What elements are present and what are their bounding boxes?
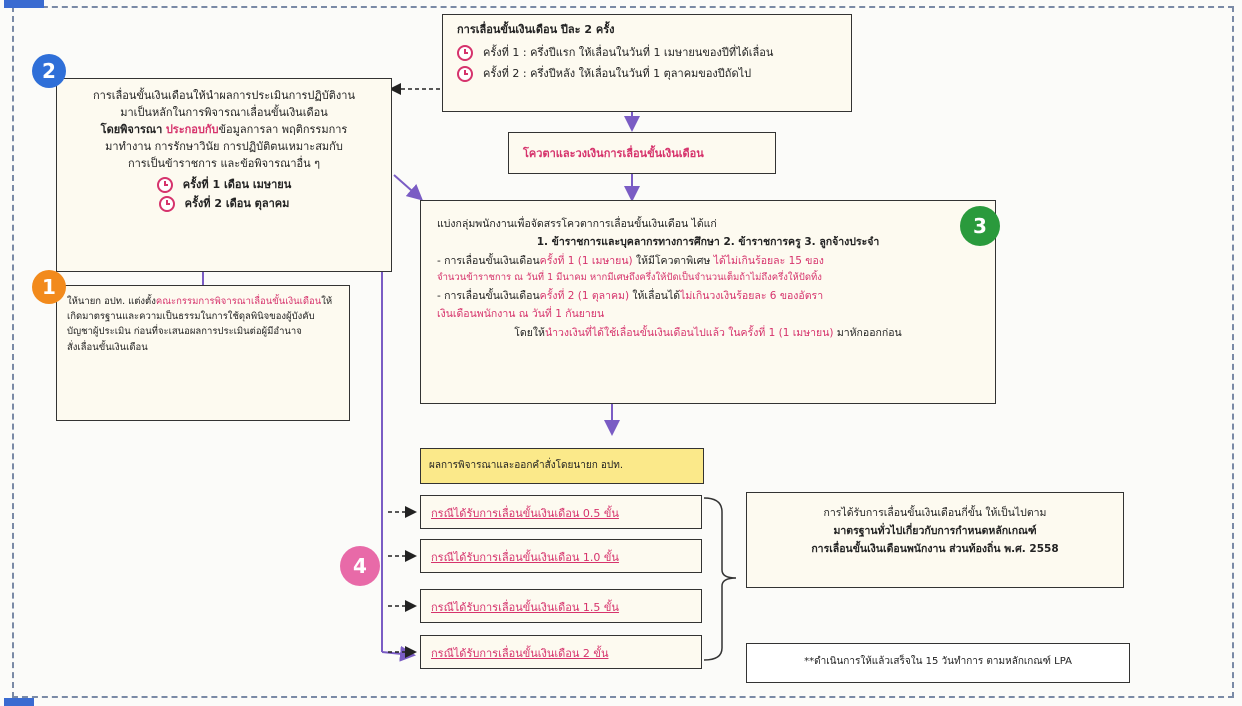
clock-icon	[457, 45, 473, 62]
eval-line1: การเลื่อนขั้นเงินเดือนให้นำผลการประเมินก…	[93, 89, 355, 102]
step-badge-2: 2	[32, 54, 66, 88]
top-box-round2: ครั้งที่ 2 : ครึ่งปีหลัง ให้เลื่อนในวันท…	[457, 65, 837, 83]
levels-brace	[703, 497, 737, 661]
arrow-box2-to-box3	[393, 174, 423, 201]
standard-box: การได้รับการเลื่อนขั้นเงินเดือนกี่ขั้น ใ…	[746, 492, 1124, 588]
level-box-20: กรณีได้รับการเลื่อนขั้นเงินเดือน 2 ขั้น	[420, 635, 702, 669]
standard-line2: มาตรฐานทั่วไปเกี่ยวกับการกำหนดหลักเกณฑ์	[833, 524, 1037, 537]
salary-twice-box: การเลื่อนขั้นเงินเดือน ปีละ 2 ครั้ง ครั้…	[442, 14, 852, 112]
standard-line1: การได้รับการเลื่อนขั้นเงินเดือนกี่ขั้น ใ…	[823, 507, 1047, 519]
frame-corner-mark	[4, 698, 34, 706]
eval-line2: มาเป็นหลักในการพิจารณาเลื่อนขั้นเงินเดือ…	[120, 106, 328, 120]
eval-line4: มาทำงาน การรักษาวินัย การปฏิบัติตนเหมาะส…	[105, 140, 343, 154]
eval-line3: โดยพิจารณา ประกอบกับข้อมูลการลา พฤติกรรม…	[100, 123, 348, 137]
result-box: ผลการพิจารณาและออกคำสั่งโดยนายก อปท.	[420, 448, 704, 484]
round1-rule-cont: จำนวนข้าราชการ ณ วันที่ 1 มีนาคม หากมีเศ…	[437, 272, 822, 284]
committee-box: ให้นายก อปท. แต่งตั้งคณะกรรมการพิจารณาเล…	[56, 285, 350, 421]
round1-rule: - การเลื่อนขั้นเงินเดือนครั้งที่ 1 (1 เม…	[437, 254, 824, 267]
round2-rule-cont: เงินเดือนพนักงาน ณ วันที่ 1 กันยายน	[437, 308, 605, 321]
eval-round2: ครั้งที่ 2 เดือน ตุลาคม	[67, 195, 381, 213]
groups-intro: แบ่งกลุ่มพนักงานเพื่อจัดสรรโควตาการเลื่อ…	[437, 218, 717, 230]
standard-line3: การเลื่อนขั้นเงินเดือนพนักงาน ส่วนท้องถิ…	[811, 542, 1059, 555]
deduct-rule: โดยให้นำวงเงินที่ได้ใช้เลื่อนขั้นเงินเดื…	[514, 326, 902, 339]
clock-icon	[457, 66, 473, 83]
step-badge-3: 3	[960, 206, 1000, 246]
quota-groups-box: แบ่งกลุ่มพนักงานเพื่อจัดสรรโควตาการเลื่อ…	[420, 200, 996, 404]
eval-round1: ครั้งที่ 1 เดือน เมษายน	[67, 176, 381, 194]
top-box-round1: ครั้งที่ 1 : ครึ่งปีแรก ให้เลื่อนในวันที…	[457, 44, 837, 62]
level-box-05: กรณีได้รับการเลื่อนขั้นเงินเดือน 0.5 ขั้…	[420, 495, 702, 529]
clock-icon	[156, 177, 173, 194]
top-box-title: การเลื่อนขั้นเงินเดือน ปีละ 2 ครั้ง	[457, 23, 615, 36]
frame-corner-mark	[4, 0, 44, 8]
committee-line-end: สั่งเลื่อนขั้นเงินเดือน	[67, 341, 148, 353]
clock-icon	[158, 196, 175, 213]
groups-list: 1. ข้าราชการและบุคลากรทางการศึกษา 2. ข้า…	[536, 236, 880, 249]
level-box-10: กรณีได้รับการเลื่อนขั้นเงินเดือน 1.0 ขั้…	[420, 539, 702, 573]
diagram-frame	[12, 6, 1234, 698]
step-badge-4: 4	[340, 546, 380, 586]
level-box-15: กรณีได้รับการเลื่อนขั้นเงินเดือน 1.5 ขั้…	[420, 589, 702, 623]
step-badge-1: 1	[32, 270, 66, 304]
deadline-note-box: **ดำเนินการให้แล้วเสร็จใน 15 วันทำการ ตา…	[746, 643, 1130, 683]
eval-line5: การเป็นข้าราชการ และข้อพิจารณาอื่น ๆ	[127, 157, 321, 171]
quota-box: โควตาและวงเงินการเลื่อนขั้นเงินเดือน	[508, 132, 776, 174]
round2-rule: - การเลื่อนขั้นเงินเดือนครั้งที่ 2 (1 ตุ…	[437, 289, 824, 302]
evaluation-box: การเลื่อนขั้นเงินเดือนให้นำผลการประเมินก…	[56, 78, 392, 272]
